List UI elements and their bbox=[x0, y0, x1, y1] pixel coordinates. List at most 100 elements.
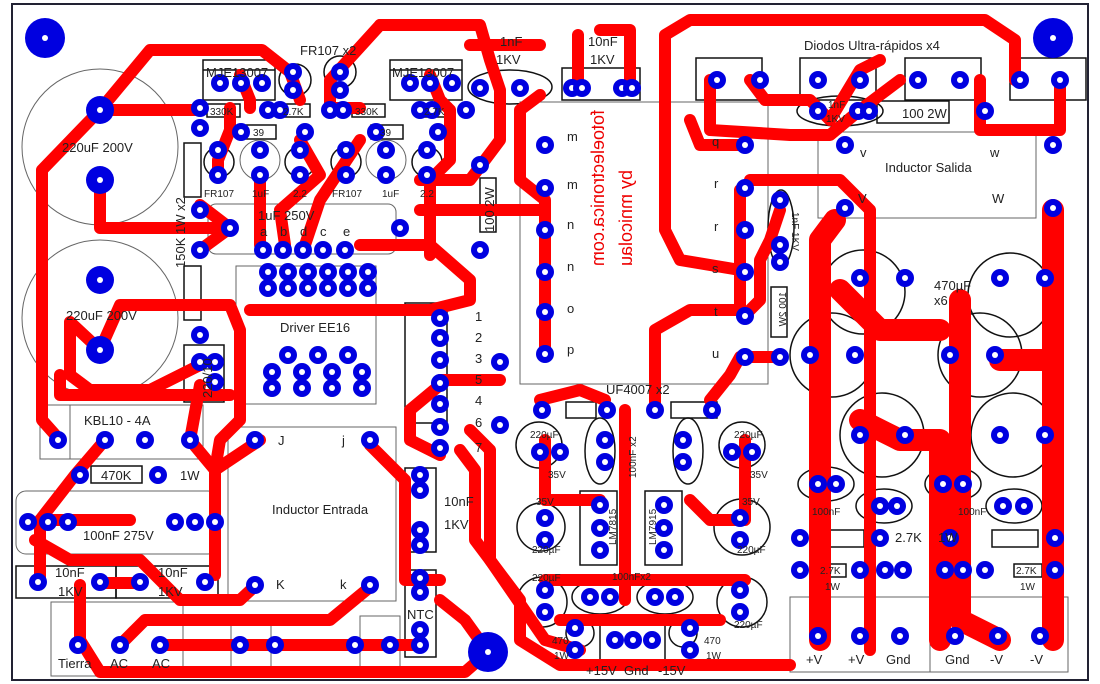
pad-hole bbox=[947, 352, 953, 358]
pad-hole bbox=[652, 594, 658, 600]
pad-hole bbox=[1057, 77, 1063, 83]
label: 2.7K bbox=[895, 530, 922, 545]
pad-hole bbox=[437, 315, 443, 321]
pad-hole bbox=[995, 633, 1001, 639]
pad-hole bbox=[345, 285, 351, 291]
pad-hole bbox=[982, 108, 988, 114]
label: 150K 1W x2 bbox=[173, 197, 188, 268]
pad-hole bbox=[424, 147, 430, 153]
pad-hole bbox=[337, 69, 343, 75]
label: 1uF 250V bbox=[258, 208, 315, 223]
pad-hole bbox=[597, 502, 603, 508]
pad-hole bbox=[417, 642, 423, 648]
label: 100nF 275V bbox=[83, 528, 154, 543]
label: 220/10 bbox=[200, 358, 215, 398]
pad-hole bbox=[265, 285, 271, 291]
label: 10nF bbox=[588, 34, 618, 49]
pad-hole bbox=[852, 352, 858, 358]
pad-hole bbox=[1042, 275, 1048, 281]
pad-hole bbox=[315, 352, 321, 358]
label: 220µF bbox=[734, 620, 763, 631]
pad-hole bbox=[329, 385, 335, 391]
pad-hole bbox=[215, 172, 221, 178]
label: 39 bbox=[380, 128, 392, 139]
pad-hole bbox=[542, 587, 548, 593]
label: 100nF bbox=[812, 507, 840, 518]
pad-hole bbox=[305, 285, 311, 291]
pad-hole bbox=[197, 125, 203, 131]
label: 2.2 bbox=[420, 189, 434, 200]
pad-hole bbox=[882, 567, 888, 573]
pad-hole bbox=[285, 352, 291, 358]
label: 470K bbox=[101, 468, 132, 483]
pad-hole bbox=[957, 77, 963, 83]
pad-hole bbox=[359, 385, 365, 391]
label: Tierra bbox=[58, 656, 92, 671]
pad-hole bbox=[542, 515, 548, 521]
pad-hole bbox=[202, 579, 208, 585]
label: 1W bbox=[825, 582, 841, 593]
pad-hole bbox=[343, 147, 349, 153]
label: AC bbox=[152, 656, 170, 671]
pad-hole bbox=[365, 285, 371, 291]
pad-hole bbox=[1021, 503, 1027, 509]
pad-hole bbox=[542, 309, 548, 315]
label: 2.7K bbox=[1016, 566, 1037, 577]
label: 1W bbox=[554, 651, 570, 662]
label: Diodos Ultra-rápidos x4 bbox=[804, 38, 940, 53]
pad-hole bbox=[437, 445, 443, 451]
pad-hole bbox=[325, 269, 331, 275]
pad-hole bbox=[1000, 503, 1006, 509]
label: 1KV bbox=[58, 584, 83, 599]
label: x6 bbox=[934, 293, 948, 308]
pad-hole bbox=[661, 525, 667, 531]
silkscreen-labels: MJE13007 FR107 x2 MJE13007 1nF 1KV 10nF … bbox=[55, 34, 1043, 678]
pad-hole bbox=[630, 637, 636, 643]
label: 1uF bbox=[252, 189, 269, 200]
pad-hole bbox=[602, 459, 608, 465]
pad-hole bbox=[45, 519, 51, 525]
pad-hole bbox=[265, 107, 271, 113]
label: 1KV bbox=[496, 52, 521, 67]
pad-hole bbox=[417, 487, 423, 493]
pad-hole bbox=[900, 567, 906, 573]
label: 2.7K bbox=[424, 107, 445, 118]
pad-hole bbox=[942, 567, 948, 573]
pad-hole bbox=[542, 185, 548, 191]
pad-hole bbox=[557, 449, 563, 455]
label: 7 bbox=[475, 440, 482, 455]
pad-hole bbox=[427, 80, 433, 86]
pad-hole bbox=[212, 519, 218, 525]
label: 5 bbox=[475, 372, 482, 387]
pad-hole bbox=[280, 247, 286, 253]
pad-hole bbox=[1017, 77, 1023, 83]
label: 1KV bbox=[826, 114, 845, 125]
pad-hole bbox=[437, 401, 443, 407]
label: 10nF bbox=[55, 565, 85, 580]
pad-hole bbox=[687, 647, 693, 653]
label: a bbox=[260, 224, 268, 239]
pad-hole bbox=[537, 449, 543, 455]
pad-hole bbox=[65, 519, 71, 525]
label: j bbox=[341, 433, 345, 448]
label: u bbox=[712, 346, 719, 361]
pad-hole bbox=[960, 567, 966, 573]
label: 220µF bbox=[734, 430, 763, 441]
pad-hole bbox=[542, 269, 548, 275]
pad-hole bbox=[437, 424, 443, 430]
pad-hole bbox=[417, 627, 423, 633]
pad-hole bbox=[97, 277, 103, 283]
pad-hole bbox=[142, 437, 148, 443]
label: -15V bbox=[658, 663, 686, 678]
pad-hole bbox=[1052, 567, 1058, 573]
pad-hole bbox=[227, 225, 233, 231]
pad-hole bbox=[297, 147, 303, 153]
label: 35V bbox=[750, 470, 768, 481]
pad-hole bbox=[1042, 432, 1048, 438]
label: 1nF bbox=[500, 34, 522, 49]
pad-hole bbox=[97, 107, 103, 113]
label: 100 2W bbox=[482, 186, 497, 232]
pad-hole bbox=[383, 172, 389, 178]
label: 330K bbox=[355, 107, 379, 118]
label: 470 bbox=[704, 636, 721, 647]
